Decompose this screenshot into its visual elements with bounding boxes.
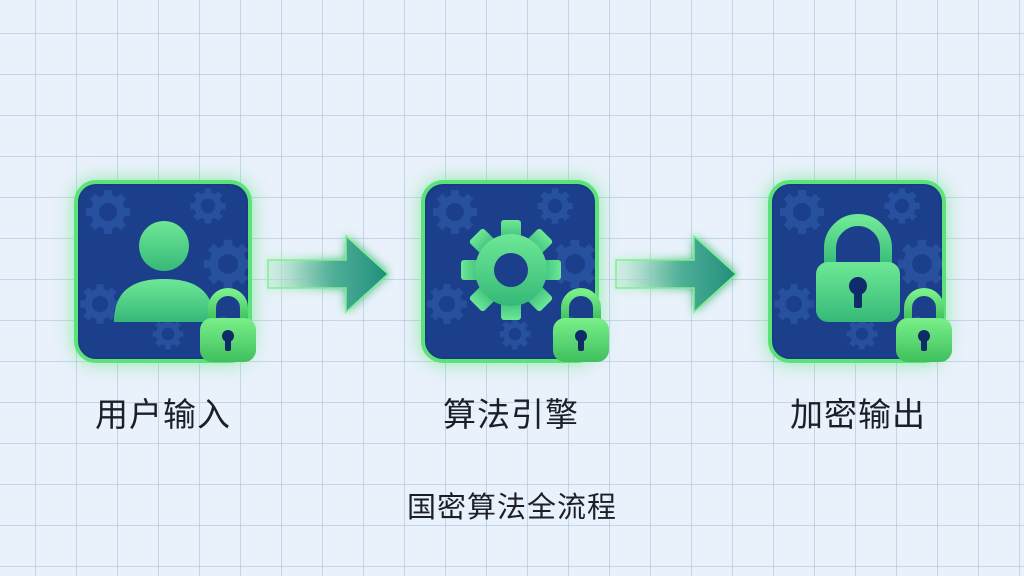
- lock-badge-icon: [196, 282, 260, 366]
- user-icon: [114, 221, 214, 322]
- diagram-caption: 国密算法全流程: [406, 490, 617, 524]
- user-input-tile: [74, 180, 252, 363]
- gear-icon: [461, 220, 561, 320]
- arrow-right-icon: [267, 234, 390, 314]
- step-label-user-input: 用户输入: [95, 395, 231, 434]
- arrow-right-icon: [615, 234, 738, 314]
- algorithm-engine-tile: [421, 180, 599, 363]
- padlock-icon: [816, 214, 900, 322]
- step-label-algorithm-engine: 算法引擎: [443, 395, 579, 434]
- lock-badge-icon: [892, 282, 956, 366]
- step-label-encrypted-output: 加密输出: [790, 395, 926, 434]
- lock-badge-icon: [549, 282, 613, 366]
